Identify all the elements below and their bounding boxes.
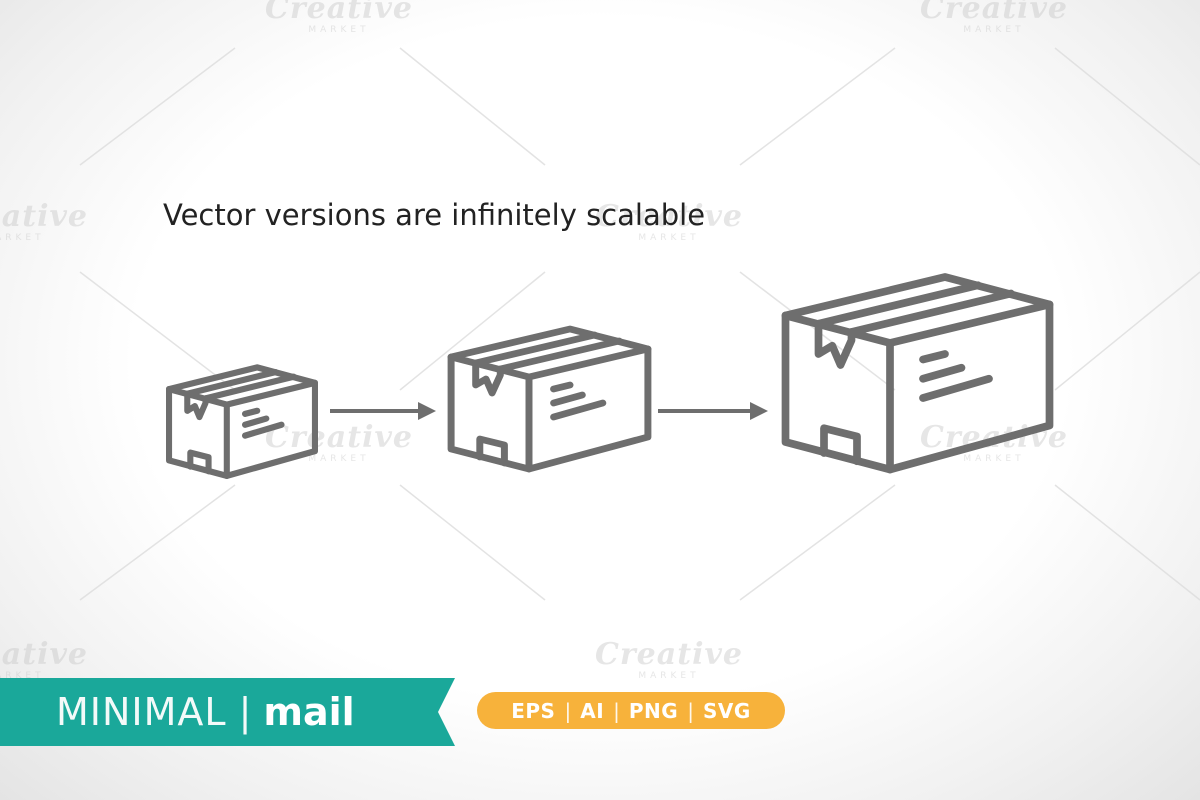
- headline: Vector versions are infinitely scalable: [163, 198, 706, 232]
- watermark-sub: MARKET: [0, 671, 45, 681]
- watermark-sub: MARKET: [308, 25, 370, 35]
- banner-separator: |: [238, 690, 252, 734]
- watermark-logo: Creative MARKET: [265, 423, 413, 464]
- banner-ribbon-shape: [0, 678, 455, 746]
- banner-title: MINIMAL | mail: [56, 686, 355, 738]
- arrow-right-icon: [330, 402, 436, 420]
- watermark-logo: Creative MARKET: [595, 202, 743, 243]
- format-separator: |: [687, 698, 694, 723]
- watermark-sub: MARKET: [638, 671, 700, 681]
- product-title-banner: MINIMAL | mail: [0, 678, 455, 746]
- watermark-brand: Creative: [265, 0, 413, 26]
- banner-word-mail: mail: [263, 690, 355, 734]
- watermark-brand: Creative: [595, 199, 743, 234]
- watermark-logo: Creative MARKET: [595, 640, 743, 681]
- watermark-brand: Creative: [920, 0, 1068, 26]
- watermark-brand: Creative: [0, 637, 88, 672]
- watermark-logo: Creative MARKET: [0, 640, 88, 681]
- watermark-logo: Creative MARKET: [265, 0, 413, 35]
- package-box-icon-medium: [451, 329, 648, 469]
- package-box-icon-small: [169, 367, 315, 476]
- arrow-right-icon: [658, 402, 768, 420]
- watermark-sub: MARKET: [963, 25, 1025, 35]
- format-separator: |: [564, 698, 572, 723]
- watermark-brand: Creative: [595, 637, 743, 672]
- watermark-logo: Creative MARKET: [920, 0, 1068, 35]
- watermark-sub: MARKET: [963, 454, 1025, 464]
- format-separator: |: [613, 698, 620, 723]
- banner-word-minimal: MINIMAL: [56, 690, 227, 734]
- watermark-sub: MARKET: [308, 454, 370, 464]
- format-png: PNG: [628, 698, 679, 723]
- watermark-logo: Creative MARKET: [0, 202, 88, 243]
- package-box-icon-large: [786, 277, 1050, 470]
- watermark-sub: MARKET: [638, 233, 700, 243]
- watermark-brand: Creative: [0, 199, 88, 234]
- watermark-brand: Creative: [265, 420, 413, 455]
- format-ai: AI: [580, 698, 605, 723]
- watermark-sub: MARKET: [0, 233, 45, 243]
- format-svg: SVG: [702, 698, 751, 723]
- file-formats-badge: EPS | AI | PNG | SVG: [477, 692, 785, 729]
- format-eps: EPS: [511, 698, 556, 723]
